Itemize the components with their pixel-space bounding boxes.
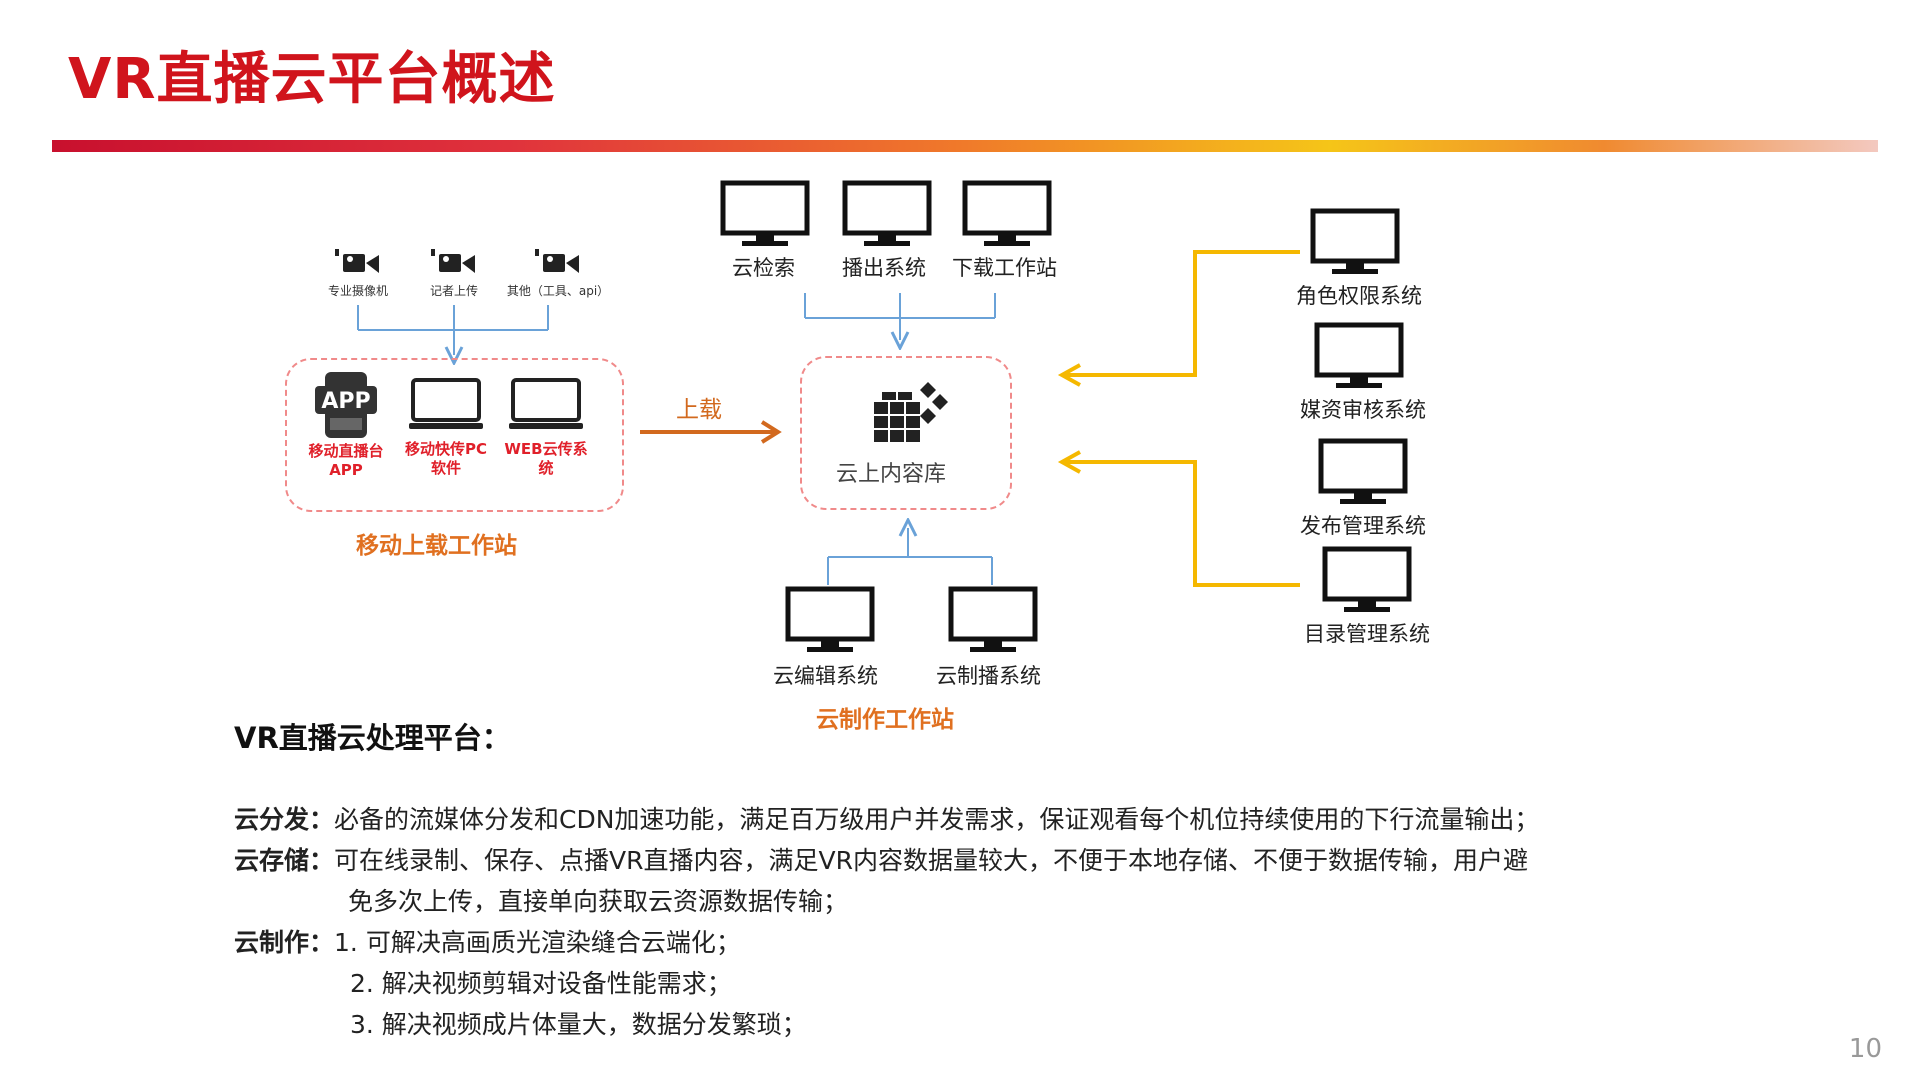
device-pc-software: 移动快传PC 软件 [398, 378, 494, 478]
app-badge: APP [321, 389, 370, 414]
camera-label: 专业摄像机 [327, 284, 388, 298]
system-label: 目录管理系统 [1304, 622, 1430, 646]
monitor-icon [842, 180, 932, 246]
upload-arrow-label: 上载 [676, 397, 722, 423]
camera-other: 其他（工具、api） [498, 248, 618, 299]
upload-arrow [640, 420, 782, 444]
system-label: 播出系统 [842, 256, 926, 280]
system-label: 角色权限系统 [1296, 284, 1422, 308]
monitor-icon [720, 180, 810, 246]
bottom-system-cloud-broadcast: 云制播系统 [936, 586, 1078, 690]
camera-connector [357, 305, 549, 355]
video-camera-icon [431, 249, 475, 273]
monitor-icon [1318, 438, 1408, 504]
camera-label: 记者上传 [429, 284, 478, 298]
monitor-icon [962, 180, 1052, 246]
camera-reporter: 记者上传 [414, 248, 494, 299]
monitor-icon [1322, 546, 1412, 612]
right-system-publish-management: 发布管理系统 [1300, 438, 1460, 540]
device-label: 软件 [430, 459, 461, 477]
system-label: 媒资审核系统 [1300, 398, 1426, 422]
top-system-broadcast: 播出系统 [842, 180, 952, 282]
item-text: 可在线录制、保存、点播VR直播内容，满足VR内容数据量较大，不便于本地存储、不便… [334, 846, 1528, 875]
item-cloud-production: 云制作：1. 可解决高画质光渲染缝合云端化； [234, 923, 741, 959]
item-term: 云制作： [234, 928, 335, 957]
right-systems-connector [1057, 250, 1300, 587]
camera-label: 其他（工具、api） [506, 284, 610, 298]
monitor-icon [785, 586, 875, 652]
video-camera-icon [535, 249, 579, 273]
right-system-catalog-management: 目录管理系统 [1304, 546, 1464, 648]
bottom-system-cloud-edit: 云编辑系统 [773, 586, 915, 690]
system-label: 下载工作站 [952, 256, 1057, 280]
page-number: 10 [1848, 1034, 1882, 1064]
item-cloud-storage: 云存储：可在线录制、保存、点播VR直播内容，满足VR内容数据量较大，不便于本地存… [234, 841, 1528, 877]
header-banner-stripe [52, 140, 1878, 152]
system-label: 发布管理系统 [1300, 514, 1426, 538]
item-term: 云存储： [234, 846, 335, 875]
device-label: WEB云传系 [504, 440, 588, 458]
mobile-upload-station-box [285, 358, 624, 512]
item-cloud-production-line-2: 2. 解决视频剪辑对设备性能需求； [350, 969, 732, 998]
cloud-production-station-title: 云制作工作站 [816, 706, 954, 733]
right-system-role-permission: 角色权限系统 [1296, 208, 1456, 310]
device-label: 统 [538, 459, 554, 477]
item-text: 1. 可解决高画质光渲染缝合云端化； [334, 928, 741, 957]
device-web-upload: WEB云传系 统 [498, 378, 594, 478]
device-label: APP [329, 461, 363, 479]
device-app: APP 移动直播台 APP [298, 372, 394, 480]
item-cloud-distribution: 云分发：必备的流媒体分发和CDN加速功能，满足百万级用户并发需求，保证观看每个机… [234, 800, 1539, 836]
top-system-cloud-search: 云检索 [720, 180, 820, 282]
laptop-icon [509, 378, 583, 429]
mobile-station-title: 移动上载工作站 [356, 532, 517, 559]
device-label: 移动直播台 [308, 442, 384, 460]
system-label: 云编辑系统 [773, 664, 878, 688]
top-system-download-station: 下载工作站 [952, 180, 1092, 282]
system-label: 云制播系统 [936, 664, 1041, 688]
monitor-icon [1310, 208, 1400, 274]
app-phone-icon: APP [315, 372, 377, 438]
bottom-systems-connector [827, 528, 993, 585]
camera-professional: 专业摄像机 [318, 248, 398, 299]
right-system-media-review: 媒资审核系统 [1300, 322, 1460, 424]
monitor-icon [1314, 322, 1404, 388]
item-term: 云分发： [234, 805, 335, 834]
monitor-icon [948, 586, 1038, 652]
page-title: VR直播云平台概述 [68, 47, 556, 112]
cube-blocks-icon [874, 382, 948, 442]
top-systems-connector [804, 293, 996, 340]
laptop-icon [409, 378, 483, 429]
cloud-content-library-label: 云上内容库 [836, 462, 947, 487]
video-camera-icon [335, 249, 379, 273]
cloud-content-library-box [800, 356, 1012, 510]
section-heading: VR直播云处理平台： [234, 721, 511, 755]
item-text: 必备的流媒体分发和CDN加速功能，满足百万级用户并发需求，保证观看每个机位持续使… [334, 805, 1540, 834]
device-label: 移动快传PC [404, 440, 487, 458]
system-label: 云检索 [732, 256, 795, 280]
item-cloud-storage-continued: 免多次上传，直接单向获取云资源数据传输； [348, 887, 849, 916]
item-cloud-production-line-3: 3. 解决视频成片体量大，数据分发繁琐； [350, 1010, 807, 1039]
